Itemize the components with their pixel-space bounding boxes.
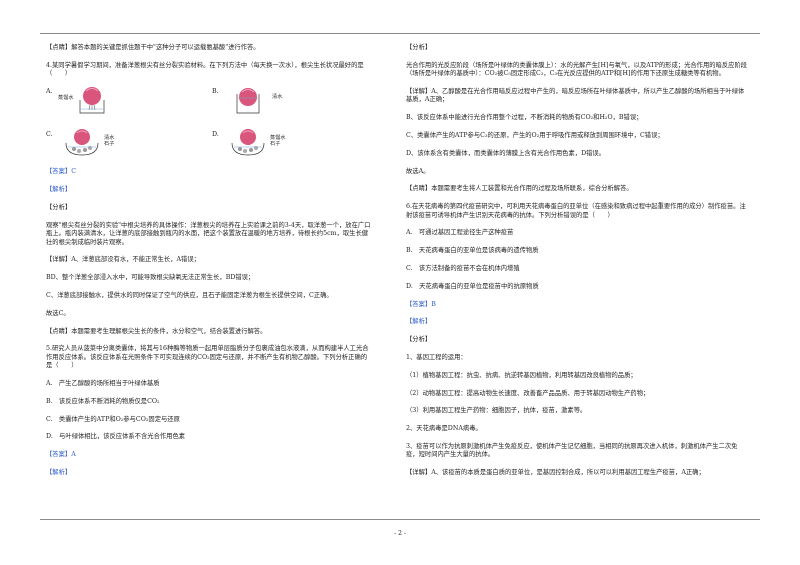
header-rule (40, 33, 760, 34)
question-6-option-a: A. 可通过基因工程途径生产这种疫苗 (406, 229, 514, 237)
onion-stones-beaker-icon (231, 129, 265, 156)
question-5-option-b: B. 该反应体系不断消耗的物质仅是CO₂ (46, 397, 160, 405)
option-d-figure: D. 蒸馏水 石子 (212, 125, 342, 159)
question-5-tip: 【点睛】本题需要考生将人工装置和光合作用的过程及场所联系，综合分析解答。 (406, 185, 633, 193)
question-6-detail-a: 【详解】A、该疫苗的本质是蛋白质的亚单位，是基因控制合成，所以可以利用基因工程生… (406, 469, 705, 477)
question-5-option-d: D. 与叶绿体相比，该反应体系不含光合作用色素 (46, 433, 186, 441)
question-4-figure-row-1: A. 蒸馏水 B. (46, 82, 372, 116)
question-6-answer: 【答案】B (406, 300, 436, 308)
question-6-option-c: C. 该方法制备的疫苗不会在机体内增殖 (406, 264, 520, 272)
left-column: 【点睛】解答本题的关键是抓住题干中"这种分子可以运载氨基酸"进行作答。 4.某同… (46, 44, 372, 487)
question-4-stem: 4.某同学暑假学习期间，准备洋葱根尖有丝分裂实验材料。在下列方法中（每天换一次水… (46, 61, 364, 78)
option-c-figure: C. 清水 石子 (46, 125, 176, 159)
question-4-detail-c: C、洋葱底部接触水，提供水的同时保证了空气的供应，且石子能固定洋葱为根生长提供空… (46, 291, 333, 299)
question-4-answer: 【答案】C (46, 168, 77, 176)
option-b-caption: 清水 (272, 93, 283, 100)
option-d-caption: 蒸馏水 石子 (270, 135, 286, 147)
option-c-caption: 清水 石子 (104, 135, 115, 147)
question-5-fenxi: 【分析】 (406, 44, 432, 51)
question-6-point-1-1: （1）植物基因工程：抗虫、抗病、抗逆转基因植物，利用转基因改良植物的品质； (406, 371, 637, 379)
question-5-analysis: 光合作用的光反应阶段（场所是叶绿体的类囊体膜上）：水的光解产生[H]与氧气，以及… (406, 61, 748, 78)
page-number: - 2 - (394, 530, 406, 537)
question-4-figure-row-2: C. 清水 石子 D. (46, 125, 372, 159)
question-4-detail-bd: BD、整个洋葱全部浸入水中，可能导致根尖缺氧无法正常生长，BD错误； (46, 274, 255, 282)
onion-beaker-icon (236, 87, 260, 113)
question-5-detail-d: D、该体系含有类囊体，而类囊体的薄膜上含有光合作用色素，D错误。 (406, 149, 606, 157)
question-6-option-b: B. 天花病毒蛋白的亚单位是该病毒的遗传物质 (406, 247, 539, 255)
question-6-fenxi: 【分析】 (406, 336, 432, 344)
question-6-stem: 6.在天花病毒的第四代疫苗研究中，可利用天花病毒蛋白的亚单位（在感染和致病过程中… (406, 203, 746, 219)
footer-rule (40, 519, 760, 520)
option-a-label: A. (46, 87, 53, 95)
option-a-caption: 蒸馏水 (58, 94, 74, 101)
question-6-option-d: D. 天花病毒蛋白的亚单位是疫苗中的抗原物质 (406, 282, 539, 290)
question-4-detail-a: 【详解】A、洋葱底部没有水，不能正常生长，A错误； (46, 256, 200, 264)
question-6-point-3: 3、疫苗可以作为抗原刺激机体产生免疫反应，使机体产生记忆细胞，当相同的抗原再次进… (406, 442, 738, 459)
onion-stones-beaker-icon (65, 129, 99, 156)
option-c-label: C. (46, 131, 53, 138)
option-a-figure: A. 蒸馏水 (46, 82, 176, 116)
question-5-detail-b: B、该反应体系中能进行光合作用整个过程，不断消耗的物质有CO₂和H₂O，B错误； (406, 114, 643, 122)
tip-text: 【点睛】解答本题的关键是抓住题干中"这种分子可以运载氨基酸"进行作答。 (46, 44, 260, 51)
question-5-detail-c: C、类囊体产生的ATP参与C₃的还原，产生的O₂用于呼吸作用或释放到周围环境中，… (406, 132, 664, 139)
question-4-tip: 【点睛】本题需要考生理解根尖生长的条件，水分和空气，结合装置进行解答。 (46, 327, 267, 335)
question-5-stem: 5.研究人员从菠菜中分离类囊体，将其与16种酶等物质一起用单层脂质分子包裹成油包… (46, 345, 369, 370)
onion-beaker-icon (79, 86, 105, 113)
option-d-label: D. (212, 131, 219, 138)
right-column: 【分析】 光合作用的光反应阶段（场所是叶绿体的类囊体膜上）：水的光解产生[H]与… (406, 44, 748, 487)
question-6-jiexi: 【解析】 (406, 318, 432, 326)
question-4-jiexi: 【解析】 (46, 186, 72, 194)
question-5-answer: 【答案】A (46, 451, 76, 459)
question-5-option-c: C. 类囊体产生的ATP和O₂参与CO₂固定与还原 (46, 415, 180, 423)
option-b-label: B. (212, 87, 219, 95)
question-5-detail-a: 【详解】A、乙醇酸是在光合作用暗反应过程中产生的，暗反应场所在叶绿体基质中，所以… (406, 88, 745, 104)
option-b-figure: B. 清水 (212, 82, 342, 116)
question-6-point-1-2: （2）动物基因工程：提高动物生长速度、改善畜产品品质、用于转基因动物生产药物； (406, 389, 650, 397)
question-6-point-1-3: （3）利用基因工程生产药物：细胞因子，抗体，疫苗，激素等。 (406, 407, 587, 415)
question-5-choose: 故选A。 (406, 167, 430, 175)
question-6-point-2: 2、天花病毒是DNA病毒。 (406, 425, 482, 433)
question-4-fenxi: 【分析】 (46, 203, 72, 211)
question-5-jiexi: 【解析】 (46, 468, 72, 476)
question-4-choose: 故选C。 (46, 309, 70, 317)
question-5-option-a: A. 产生乙醇酸的场所相当于叶绿体基质 (46, 379, 160, 387)
question-6-point-1: 1、基因工程的运用： (406, 353, 467, 361)
question-4-analysis: 观察"根尖有丝分裂的实验"中根尖培养的具体操作：洋葱根尖的培养在上实验课之前的3… (46, 221, 371, 246)
